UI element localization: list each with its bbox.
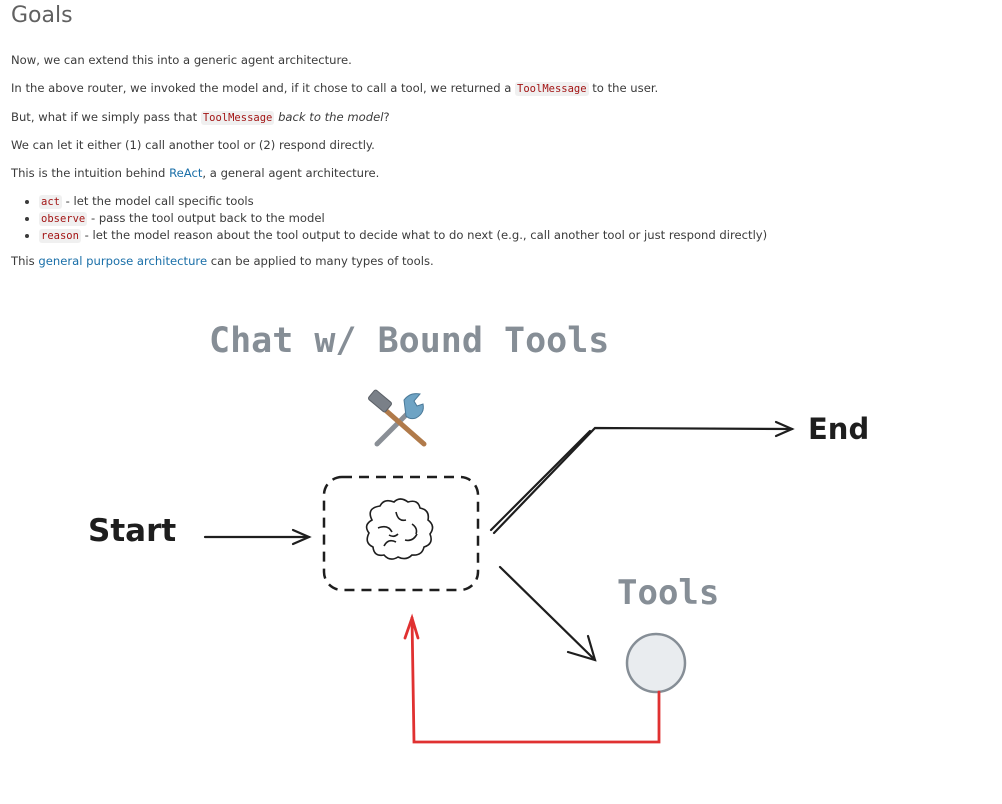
text-span: This (11, 254, 39, 268)
code-observe: observe (39, 212, 88, 226)
tools-arrow (498, 565, 597, 662)
paragraph-question: But, what if we simply pass that ToolMes… (11, 109, 390, 126)
code-reason: reason (39, 229, 81, 243)
paragraph-router: In the above router, we invoked the mode… (11, 80, 658, 97)
text-span: - pass the tool output back to the model (87, 211, 325, 225)
text-span: can be applied to many types of tools. (207, 254, 434, 268)
text-span: But, what if we simply pass that (11, 110, 201, 124)
code-toolmessage: ToolMessage (515, 82, 589, 96)
paragraph-options: We can let it either (1) call another to… (11, 138, 375, 152)
page-title: Goals (11, 3, 73, 28)
paragraph-react: This is the intuition behind ReAct, a ge… (11, 165, 379, 181)
list-item: reason - let the model reason about the … (39, 227, 767, 244)
text-span: This is the intuition behind (11, 166, 170, 180)
general-architecture-link[interactable]: general purpose architecture (38, 254, 208, 268)
text-span: to the user. (588, 81, 659, 95)
text-span: - let the model reason about the tool ou… (80, 228, 768, 242)
tools-node (625, 632, 687, 694)
text-span: - let the model call specific tools (61, 194, 254, 208)
list-item: act - let the model call specific tools (39, 193, 767, 210)
emphasis-text: back to the model (278, 110, 384, 124)
code-act: act (39, 195, 62, 209)
text-span: ? (383, 110, 390, 124)
brain-icon (365, 498, 434, 560)
hammer-and-wrench-icon (368, 389, 427, 447)
end-arrow (489, 420, 795, 535)
text-span: , a general agent architecture. (202, 166, 380, 180)
end-label: End (808, 412, 870, 446)
tools-label: Tools (617, 573, 720, 613)
text-span: In the above router, we invoked the mode… (11, 81, 516, 95)
start-arrow (203, 528, 312, 546)
paragraph-general: This general purpose architecture can be… (11, 253, 434, 269)
react-link[interactable]: ReAct (169, 166, 203, 180)
loop-back-arrow (403, 613, 661, 744)
paragraph-intro: Now, we can extend this into a generic a… (11, 53, 352, 67)
start-label: Start (88, 513, 177, 549)
code-toolmessage: ToolMessage (200, 111, 275, 125)
model-node (322, 475, 480, 592)
agent-steps-list: act - let the model call specific tools … (11, 193, 767, 244)
diagram-title: Chat w/ Bound Tools (209, 321, 610, 361)
list-item: observe - pass the tool output back to t… (39, 210, 767, 227)
